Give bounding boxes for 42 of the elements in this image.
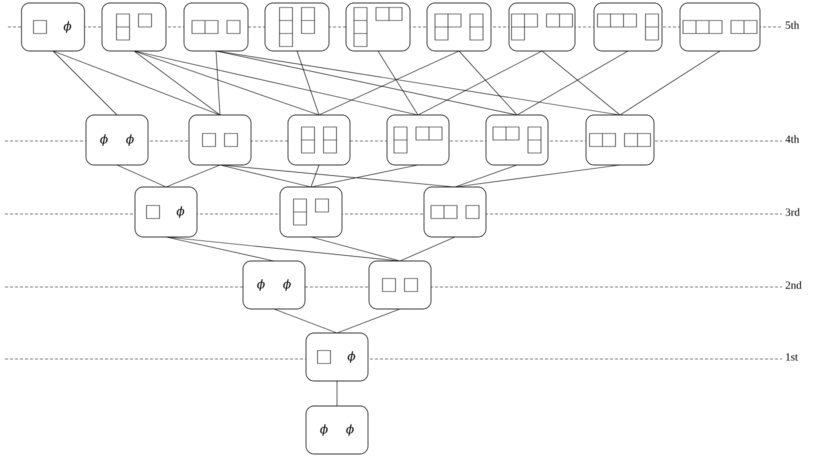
edge-line xyxy=(216,50,220,116)
edge-line xyxy=(134,50,220,116)
empty-set-symbol: ϕ xyxy=(64,21,72,33)
edge-line xyxy=(336,308,400,334)
edge-line xyxy=(454,164,518,188)
edge-line xyxy=(418,50,542,116)
edge-line xyxy=(620,50,720,116)
edge-line xyxy=(134,50,418,116)
empty-set-symbol: ϕ xyxy=(100,134,108,146)
edge-line xyxy=(52,50,118,116)
edge-line xyxy=(166,236,274,262)
edge-line xyxy=(52,50,220,116)
empty-set-symbol: ϕ xyxy=(283,279,291,291)
empty-set-symbol: ϕ xyxy=(176,206,184,218)
level-label: 3rd xyxy=(786,208,800,216)
edge-line xyxy=(216,50,620,116)
edge-line xyxy=(458,50,518,116)
empty-set-symbol: ϕ xyxy=(348,351,356,363)
edge-line xyxy=(274,308,338,334)
edge-line xyxy=(216,50,518,116)
level-label: 1st xyxy=(786,353,798,361)
empty-set-symbol: ϕ xyxy=(320,424,328,436)
edge-line xyxy=(318,50,460,116)
edge-line xyxy=(296,50,320,116)
edge-line xyxy=(134,50,320,116)
edge-line xyxy=(400,236,456,262)
edge-line xyxy=(310,164,320,188)
edge-line xyxy=(336,380,338,406)
level-label: 4th xyxy=(785,135,800,143)
level-label: 5th xyxy=(786,21,800,29)
edge-line xyxy=(166,164,220,188)
edge-line xyxy=(542,50,620,116)
empty-set-symbol: ϕ xyxy=(257,279,265,291)
edge-line xyxy=(310,236,400,262)
empty-set-symbol: ϕ xyxy=(346,424,354,436)
edge-line xyxy=(310,164,418,188)
edge-line xyxy=(516,50,628,116)
edge-line xyxy=(116,164,166,188)
empty-set-symbol: ϕ xyxy=(126,134,134,146)
edge-line xyxy=(220,164,312,188)
level-label: 2nd xyxy=(786,281,802,289)
edge-line xyxy=(378,50,418,116)
